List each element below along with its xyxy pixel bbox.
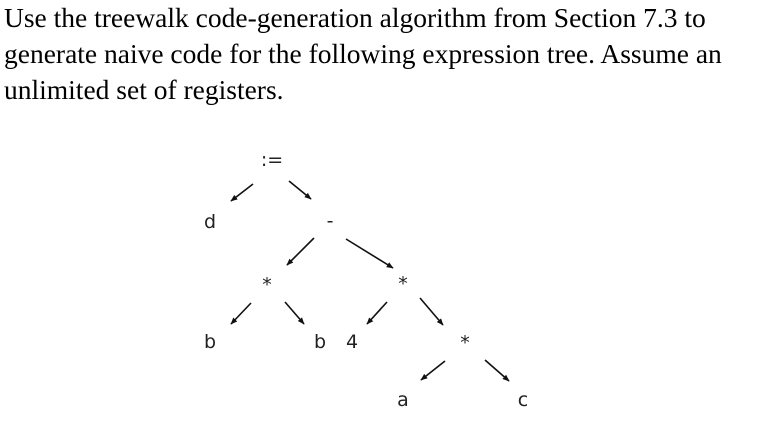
- edge-mul3-a: [420, 360, 446, 381]
- edge-mul1-b1: [230, 302, 252, 325]
- edge-minus-mul2: [345, 238, 394, 269]
- edge-mul1-b2: [284, 301, 305, 325]
- edge-assign-d: [230, 183, 254, 202]
- node-four: 4: [346, 331, 358, 353]
- node-mul2: *: [398, 273, 408, 295]
- question-text: Use the treewalk code-generation algorit…: [4, 2, 722, 105]
- node-mul3: *: [460, 332, 470, 354]
- edge-assign-minus: [288, 180, 312, 200]
- edge-minus-mul1: [286, 237, 315, 266]
- node-d: d: [204, 211, 216, 233]
- node-b-right: b: [314, 331, 326, 353]
- edge-mul2-four: [366, 301, 388, 325]
- node-c: c: [518, 389, 528, 411]
- edge-mul3-c: [484, 359, 510, 382]
- node-minus: -: [327, 210, 334, 232]
- node-a: a: [397, 389, 409, 411]
- node-b-left: b: [204, 331, 216, 353]
- node-assign: :=: [261, 149, 283, 171]
- node-mul1: *: [262, 274, 272, 296]
- edge-mul2-mul3: [419, 297, 444, 326]
